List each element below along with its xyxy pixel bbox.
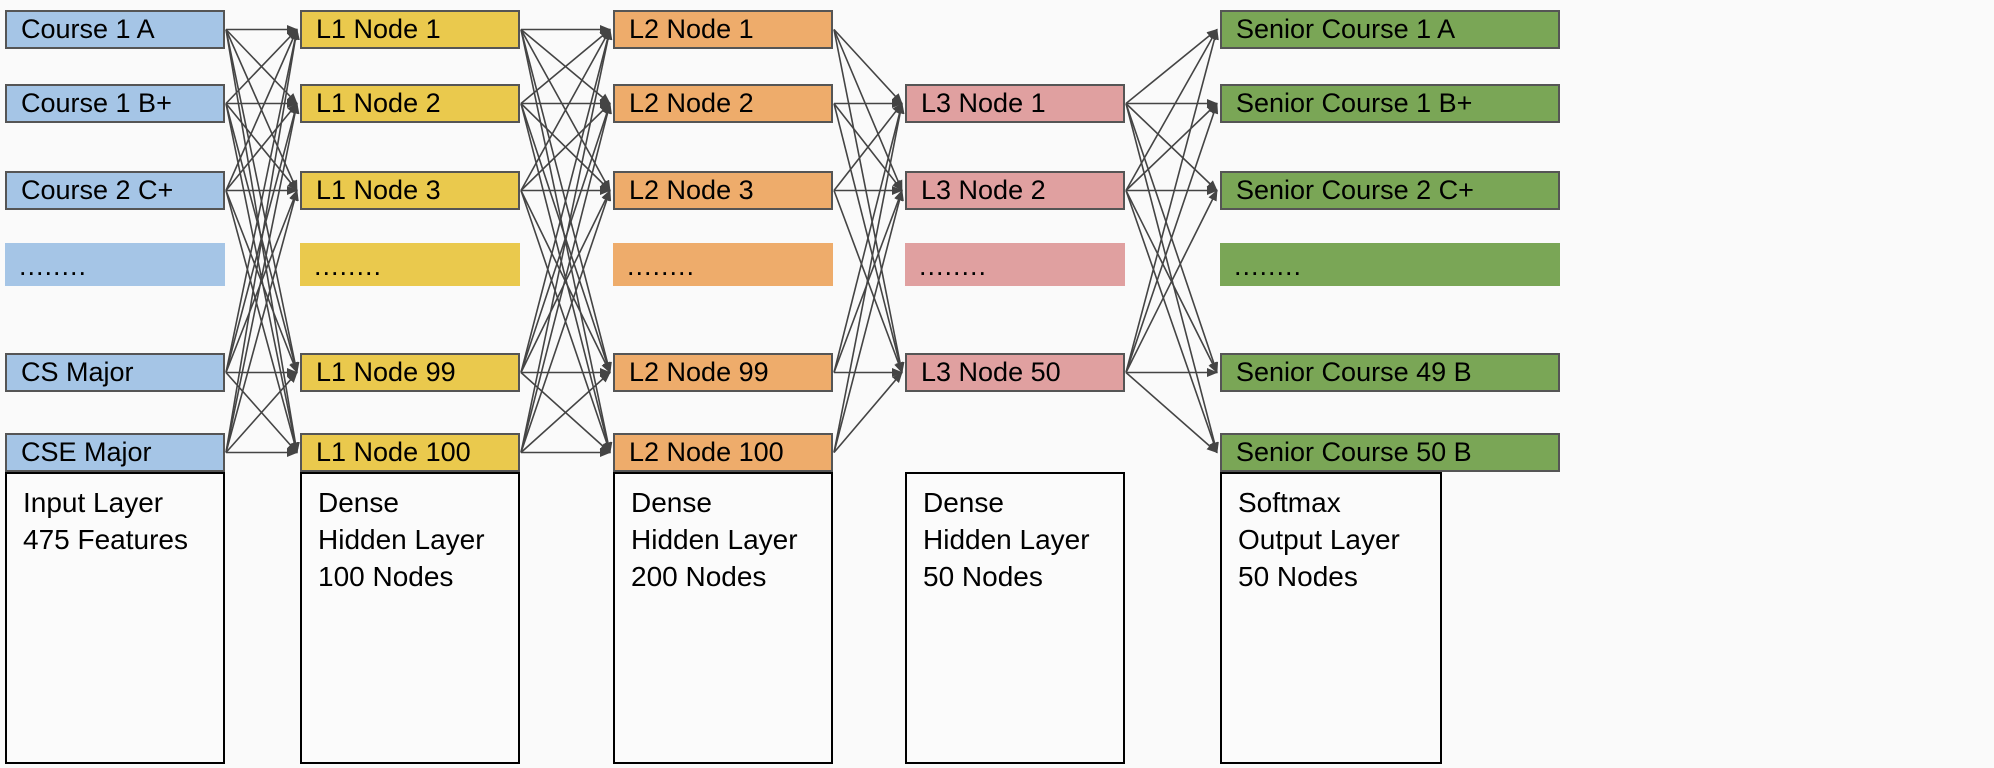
input-layer-node-6: CSE Major [5,433,225,472]
connection-edge [1125,371,1218,454]
hidden-layer-1-node-2: L1 Node 2 [300,84,520,123]
connection-edge [225,28,300,373]
output-layer-description: Softmax Output Layer 50 Nodes [1220,472,1442,764]
connection-edge [225,371,298,454]
output-layer-ellipsis-node: ........ [1220,243,1560,286]
hidden-layer-3-node-2: L3 Node 2 [905,171,1125,210]
hidden-layer-1-ellipsis-node: ........ [300,243,520,286]
connection-edge [520,189,612,453]
connection-edge [833,102,903,191]
hidden-layer-2-node-1: L2 Node 1 [613,10,833,49]
input-layer-ellipsis-node: ........ [5,243,225,286]
connection-edge [520,371,611,454]
connection-edge [833,102,904,373]
input-layer-node-2: Course 1 B+ [5,84,225,123]
connection-edge [520,102,611,192]
output-layer-node-5: Senior Course 49 B [1220,353,1560,392]
connection-edge [225,28,300,453]
hidden-layer-2-node-2: L2 Node 2 [613,84,833,123]
connection-edge [833,102,905,453]
connection-edge [225,28,298,105]
connection-edge [225,102,300,453]
connection-edge [225,189,299,453]
connection-edge [1125,103,1219,454]
input-layer-node-5: CS Major [5,353,225,392]
connection-edge [225,102,298,192]
connection-edge [1125,28,1219,373]
connection-edge [1125,102,1218,192]
connection-edge [1125,189,1218,373]
output-layer-node-1: Senior Course 1 A [1220,10,1560,49]
hidden-layer-3-node-4: L3 Node 50 [905,353,1125,392]
output-layer-node-2: Senior Course 1 B+ [1220,84,1560,123]
output-layer-node-3: Senior Course 2 C+ [1220,171,1560,210]
output-layer-node-6: Senior Course 50 B [1220,433,1560,472]
connection-edge [520,28,611,105]
input-layer-node-3: Course 2 C+ [5,171,225,210]
hidden-layer-3-node-1: L3 Node 1 [905,84,1125,123]
connection-edge [520,28,611,191]
connection-edge [1125,28,1218,191]
connection-edge [520,102,612,453]
connection-edge [833,28,903,105]
connection-edge [833,371,903,454]
connection-edge [1125,28,1218,105]
input-layer-description: Input Layer 475 Features [5,472,225,764]
connection-edge [833,29,905,374]
connection-edge [1125,190,1218,454]
hidden-layer-2-ellipsis-node: ........ [613,243,833,286]
hidden-layer-2-description: Dense Hidden Layer 200 Nodes [613,472,833,764]
connection-edge [833,29,903,192]
hidden-layer-1-node-1: L1 Node 1 [300,10,520,49]
connection-edge [225,28,298,191]
hidden-layer-3-ellipsis-node: ........ [905,243,1125,286]
input-layer-node-1: Course 1 A [5,10,225,49]
connection-edge [520,189,611,373]
hidden-layer-1-node-6: L1 Node 100 [300,433,520,472]
connection-edge [520,28,612,373]
connection-edge [1125,102,1219,373]
hidden-layer-2-node-5: L2 Node 99 [613,353,833,392]
connection-edge [520,28,613,453]
connection-edge [833,189,904,453]
hidden-layer-2-node-3: L2 Node 3 [613,171,833,210]
hidden-layer-2-node-6: L2 Node 100 [613,433,833,472]
hidden-layer-3-description: Dense Hidden Layer 50 Nodes [905,472,1125,764]
hidden-layer-1-description: Dense Hidden Layer 100 Nodes [300,472,520,764]
hidden-layer-1-node-5: L1 Node 99 [300,353,520,392]
hidden-layer-1-node-3: L1 Node 3 [300,171,520,210]
